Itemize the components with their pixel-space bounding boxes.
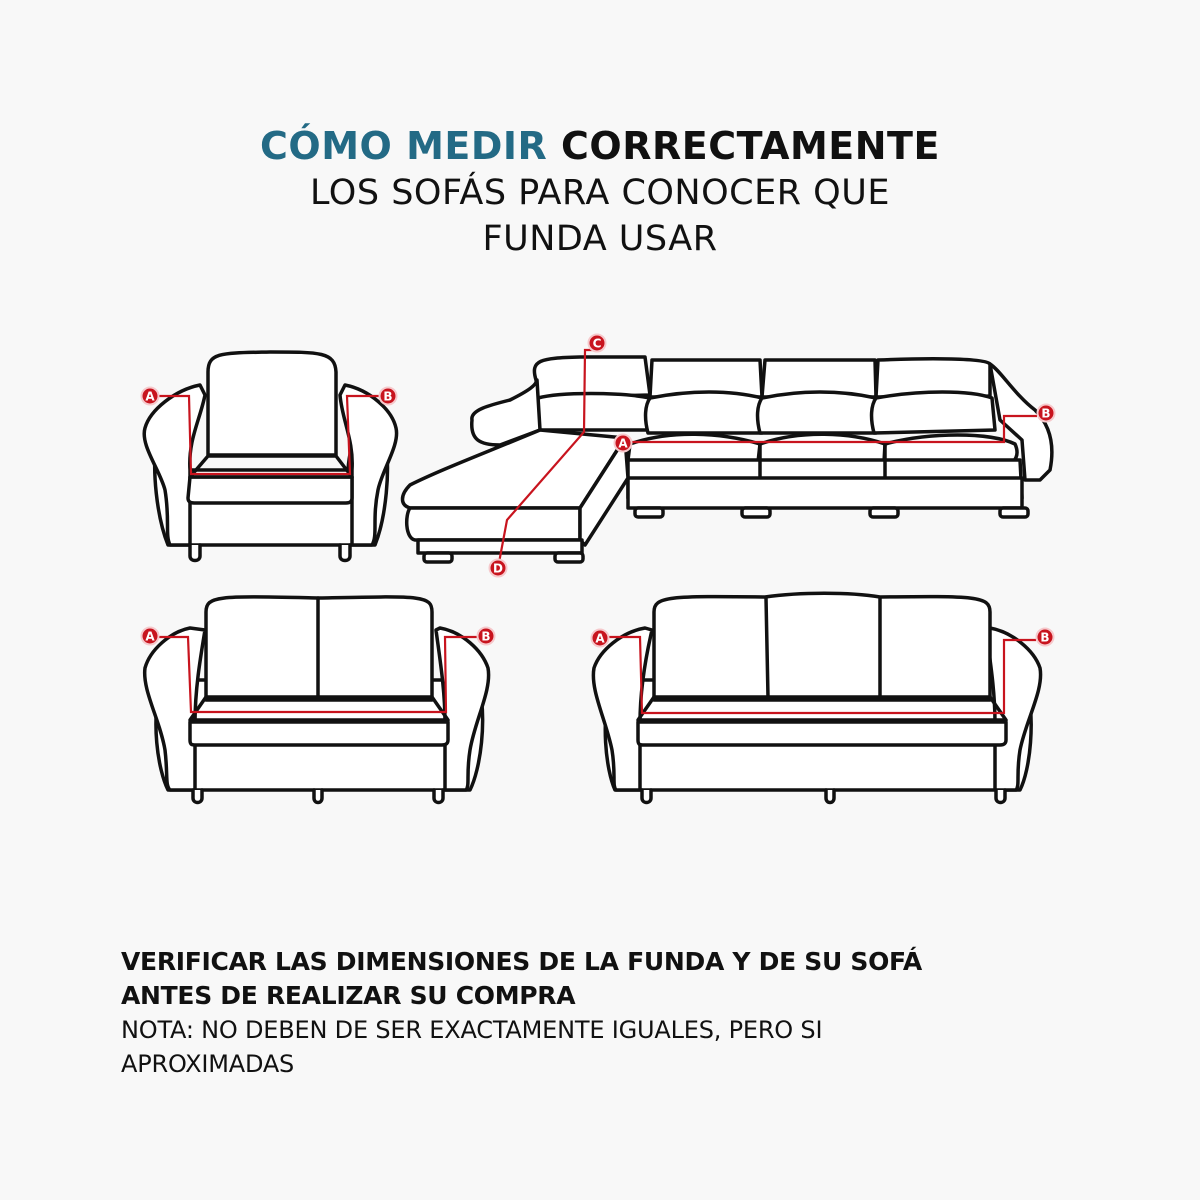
marker-d: D [493,562,503,576]
three-seater-diagram: A B [590,591,1055,805]
marker-c: C [593,337,602,351]
marker-b: B [481,630,490,644]
title-accent: CÓMO MEDIR [260,124,548,168]
note-line-1: NOTA: NO DEBEN DE SER EXACTAMENTE IGUALE… [121,1016,823,1044]
marker-a: A [145,630,155,644]
warning-line-1: VERIFICAR LAS DIMENSIONES DE LA FUNDA Y … [121,947,922,976]
sectional-sofa-diagram: C D A B [400,333,1056,578]
footer-notice: VERIFICAR LAS DIMENSIONES DE LA FUNDA Y … [121,945,1081,1081]
marker-a: A [618,437,628,451]
marker-b: B [1040,631,1049,645]
marker-a: A [595,632,605,646]
loveseat-diagram: A B [140,595,496,805]
subtitle-line-1: LOS SOFÁS PARA CONOCER QUE [310,173,890,213]
title-heading: CÓMO MEDIR CORRECTAMENTE [0,122,1200,170]
subtitle-line-2: FUNDA USAR [482,219,718,259]
armchair-diagram: A B [140,350,399,563]
marker-b: B [1041,407,1050,421]
note-line-2: APROXIMADAS [121,1050,295,1078]
marker-b: B [383,390,392,404]
page-title: CÓMO MEDIR CORRECTAMENTE LOS SOFÁS PARA … [0,122,1200,262]
marker-a: A [145,390,155,404]
title-strong: CORRECTAMENTE [561,124,940,168]
warning-line-2: ANTES DE REALIZAR SU COMPRA [121,981,576,1010]
